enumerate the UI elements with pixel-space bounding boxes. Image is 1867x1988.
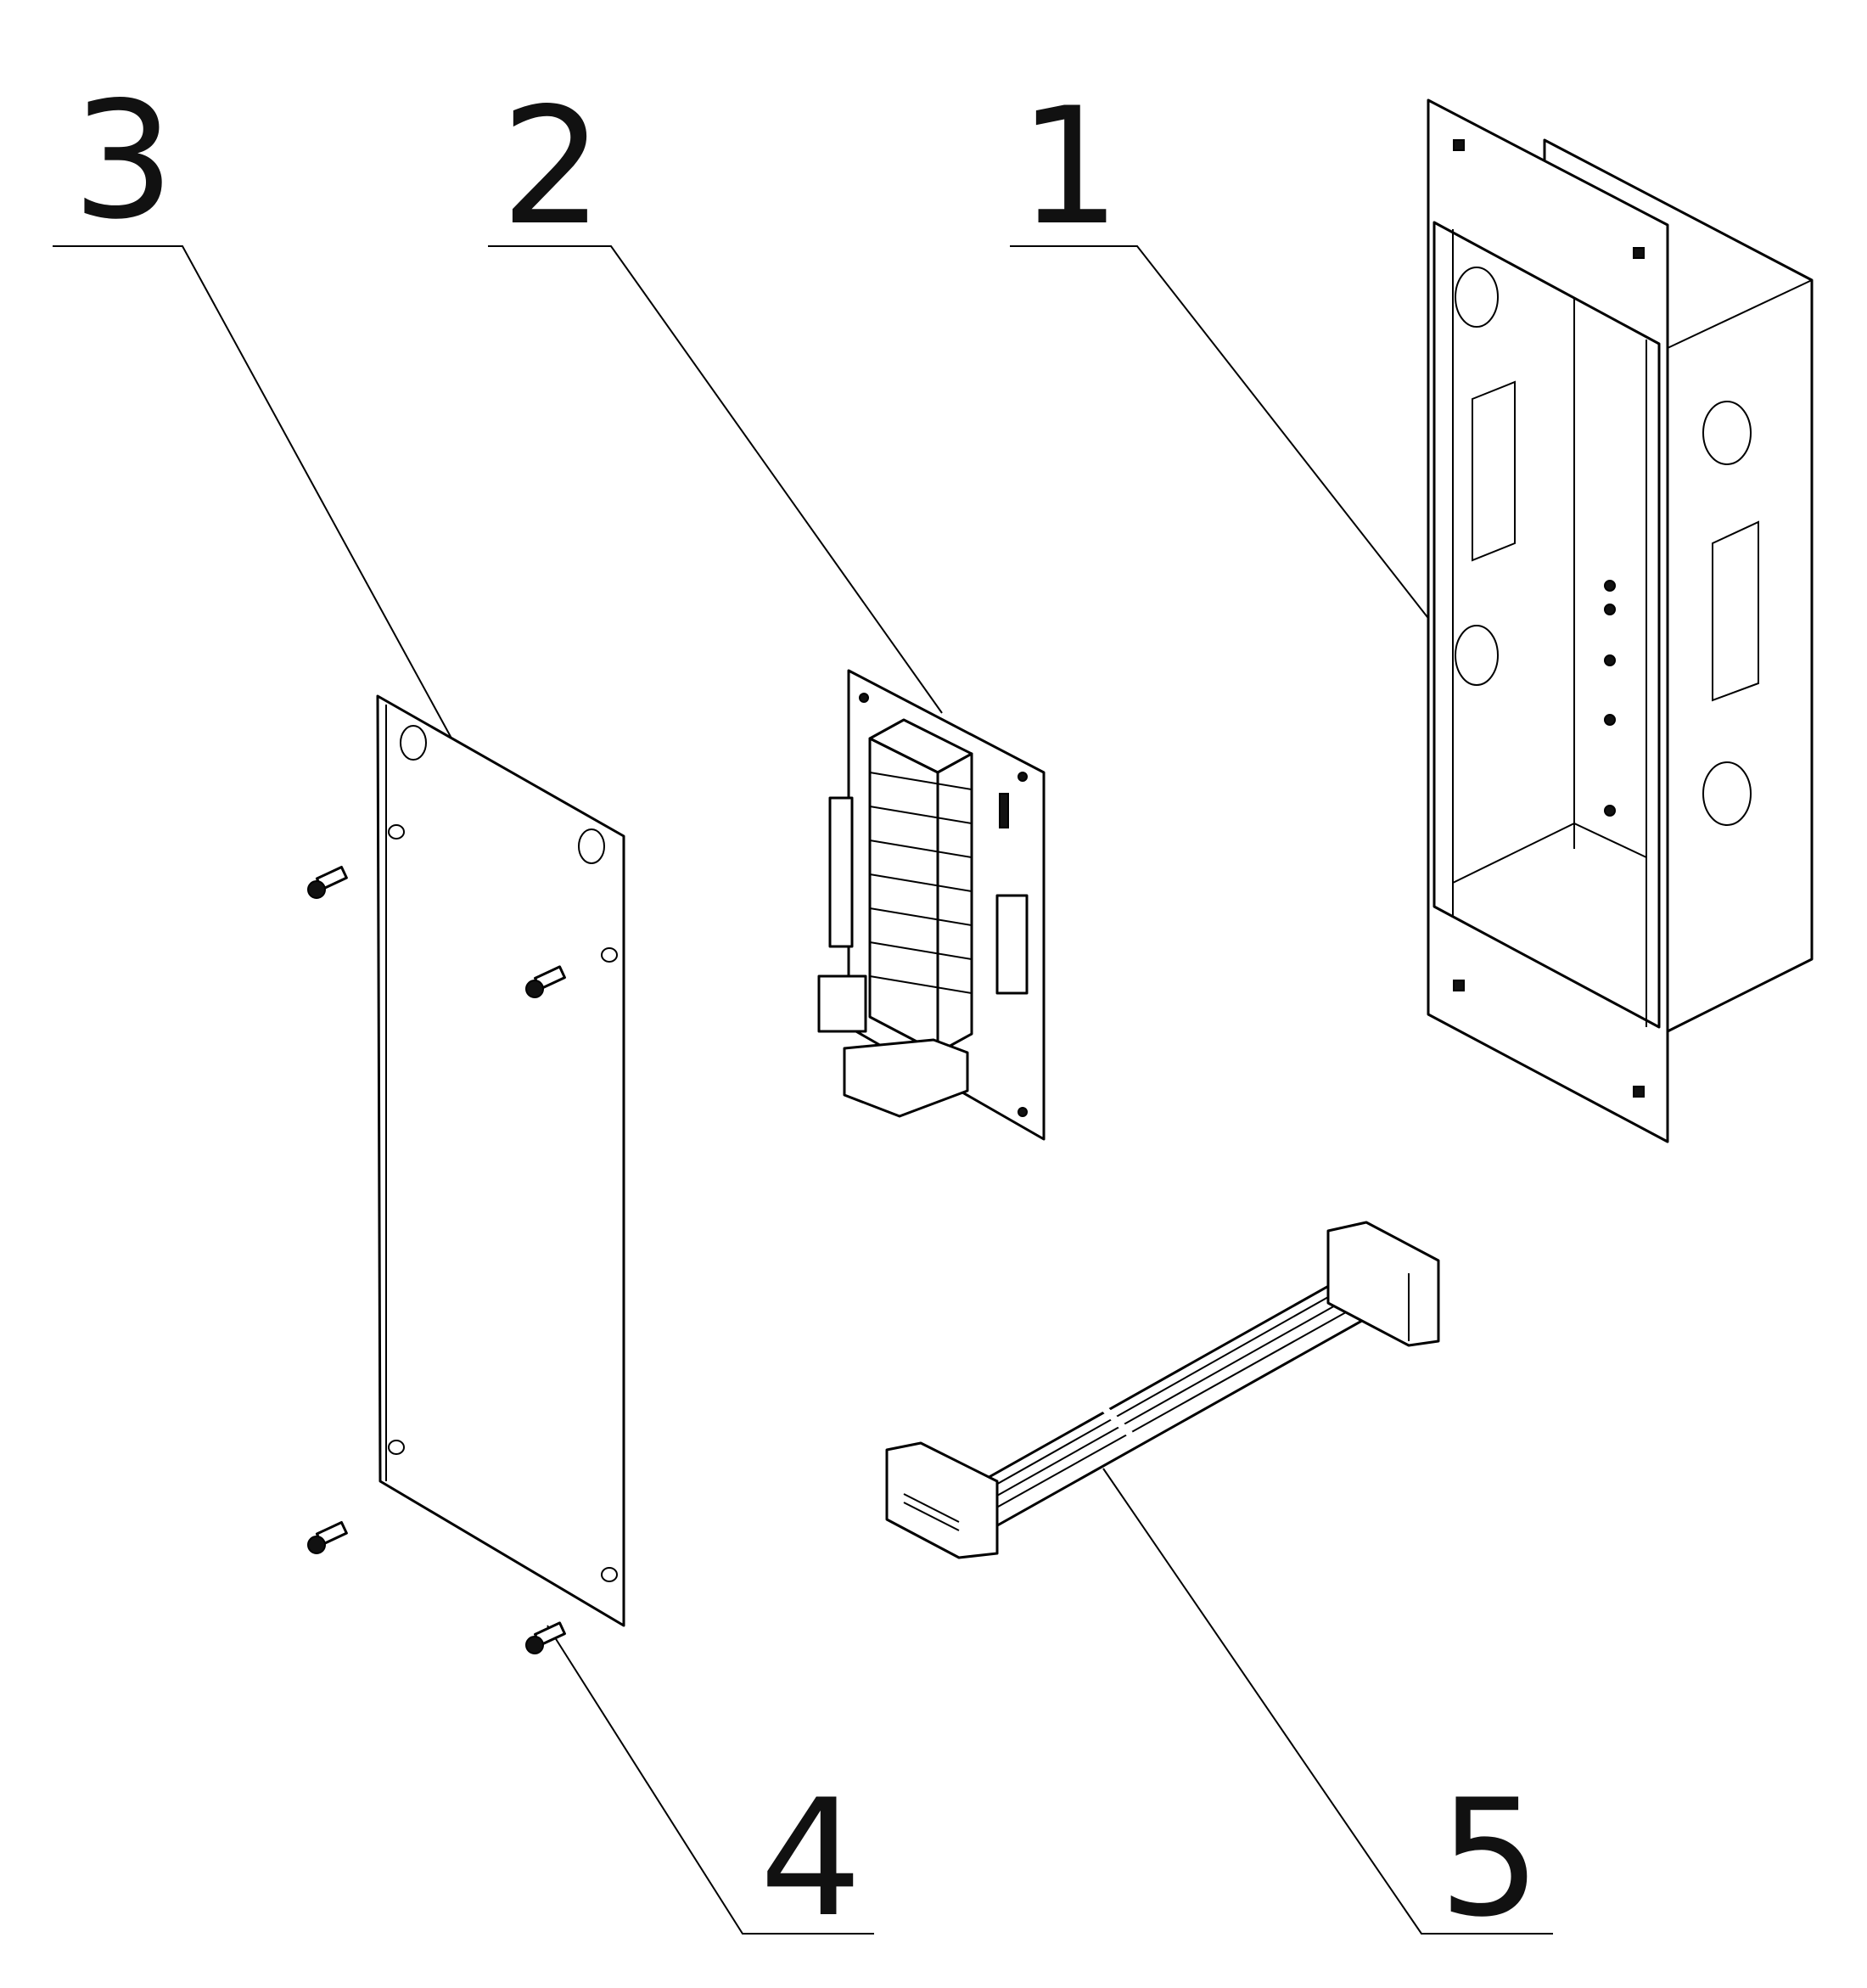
part-4-screws	[307, 865, 566, 1654]
callout-label-1: 1	[1018, 73, 1121, 261]
cable-connector-left	[885, 1441, 999, 1559]
enclosure-opening	[1432, 221, 1661, 1029]
cable-connector-right	[1326, 1221, 1440, 1347]
leader-line-4	[547, 1625, 874, 1935]
part-3-cover-plate	[376, 694, 625, 1627]
terminal-block	[817, 974, 867, 1033]
screw-top-left	[307, 865, 348, 899]
callout-label-5: 5	[1438, 1765, 1541, 1952]
part-5-ribbon-cable	[885, 1221, 1440, 1559]
leader-line-2	[488, 245, 943, 714]
leader-line-1	[1010, 245, 1444, 637]
relay-stack	[868, 718, 973, 1054]
screw-middle	[525, 965, 566, 998]
leader-line-3	[53, 245, 480, 790]
led-component	[999, 793, 1009, 828]
part-1-enclosure	[1427, 98, 1814, 1143]
side-connector	[828, 796, 854, 948]
callout-label-3: 3	[72, 67, 175, 255]
header-pins	[995, 894, 1029, 995]
bottom-connector	[843, 1038, 969, 1118]
screw-bottom-left	[307, 1520, 348, 1554]
screw-bottom-right	[525, 1621, 566, 1654]
leader-line-5	[1102, 1468, 1553, 1935]
part-2-circuit-board	[817, 669, 1046, 1141]
callout-label-4: 4	[760, 1765, 862, 1952]
callout-label-2: 2	[501, 73, 603, 261]
